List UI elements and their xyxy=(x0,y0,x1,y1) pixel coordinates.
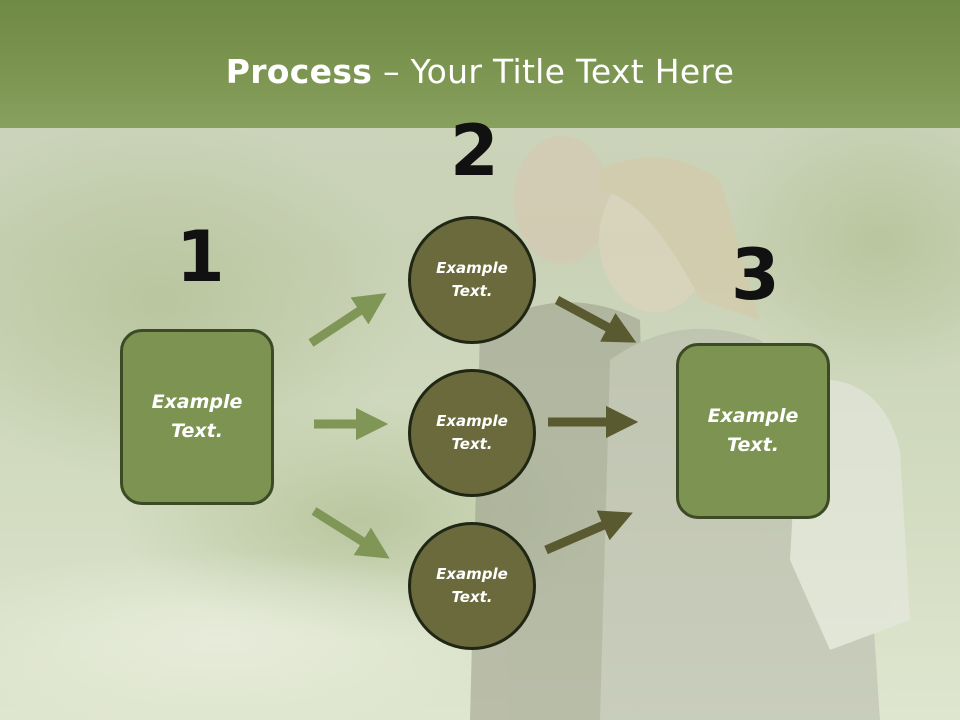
title-bold: Process xyxy=(225,52,373,91)
title-bar: Process – Your Title Text Here xyxy=(0,0,960,128)
step-number-3: 3 xyxy=(731,234,780,316)
process-circle-bottom[interactable]: Example Text. xyxy=(408,522,536,650)
page-title: Process – Your Title Text Here xyxy=(0,52,960,91)
process-box-left[interactable]: Example Text. xyxy=(120,329,274,505)
process-circle-top[interactable]: Example Text. xyxy=(408,216,536,344)
process-circle-middle[interactable]: Example Text. xyxy=(408,369,536,497)
step-number-2: 2 xyxy=(450,110,499,192)
process-circle-middle-label: Example Text. xyxy=(436,412,508,453)
process-box-right[interactable]: Example Text. xyxy=(676,343,830,519)
process-box-right-label: Example Text. xyxy=(707,405,799,456)
step-number-1: 1 xyxy=(176,216,225,298)
process-box-left-label: Example Text. xyxy=(151,391,243,442)
title-rest: – Your Title Text Here xyxy=(372,52,735,91)
process-circle-bottom-label: Example Text. xyxy=(436,565,508,606)
process-circle-top-label: Example Text. xyxy=(436,259,508,300)
